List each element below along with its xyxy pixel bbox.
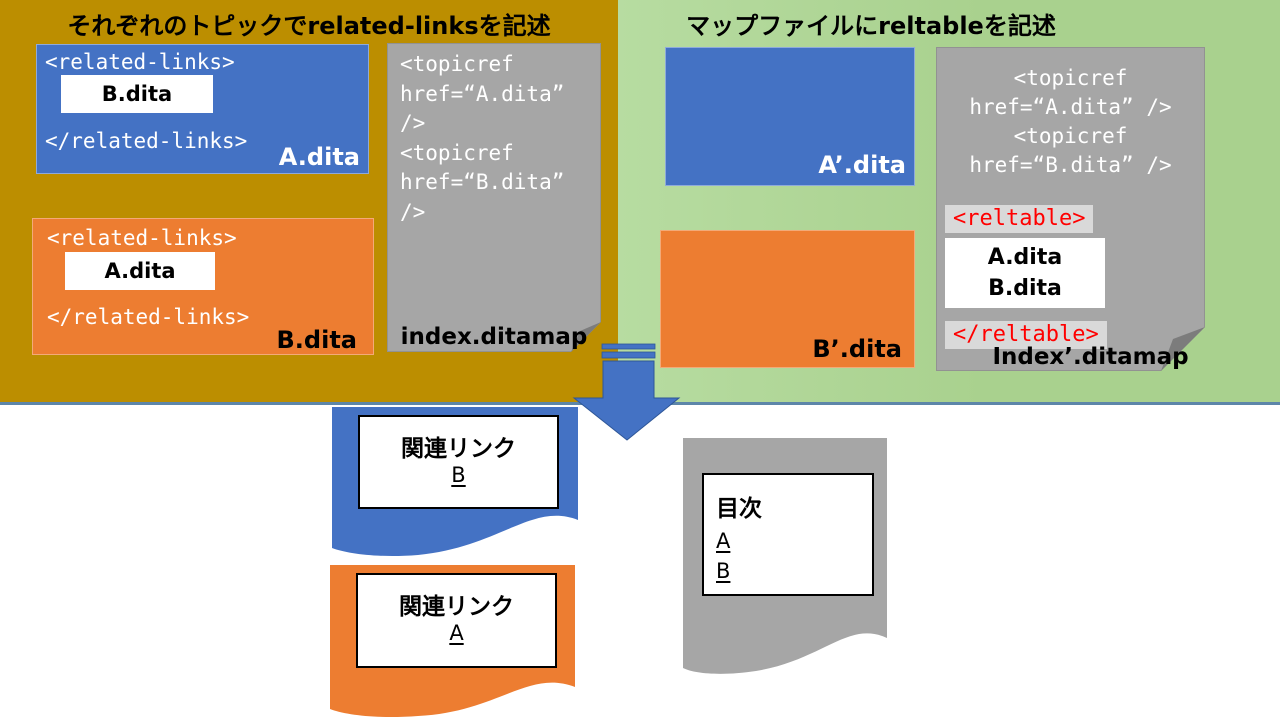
page-fold-icon (571, 322, 601, 352)
index-ditamap-label: index.ditamap (400, 324, 588, 350)
topic-b-prime-box: B’.dita (660, 230, 915, 368)
topicref-code: <topicref href=“A.dita” /> <topicref hre… (969, 66, 1172, 177)
index-prime-ditamap-box: <topicref href=“A.dita” /> <topicref hre… (936, 47, 1205, 371)
related-links-heading: 関連リンク (399, 594, 514, 620)
link-to-b: B (451, 463, 466, 487)
reltable-panel: マップファイルにreltableを記述 A’.dita B’.dita <top… (618, 0, 1280, 404)
reltable-open-tag: <reltable> (945, 205, 1094, 233)
toc-link-a: A (716, 529, 731, 553)
related-links-close-tag: </related-links> (45, 129, 248, 153)
topic-b-box: <related-links> A.dita </related-links> … (32, 218, 374, 355)
related-links-panel: それぞれのトピックでrelated-linksを記述 <related-link… (0, 0, 618, 404)
toc-output-box: 目次 A B (702, 473, 874, 596)
output-doc-toc: 目次 A B (683, 438, 889, 683)
topicref-code: <topicref href=“A.dita” /> <topicref hre… (400, 52, 565, 224)
link-to-a: A (449, 621, 464, 645)
right-panel-title: マップファイルにreltableを記述 (686, 12, 1056, 40)
related-links-output-b: 関連リンク B (358, 415, 559, 509)
linked-topic-chip: B.dita (61, 75, 213, 113)
related-links-output-a: 関連リンク A (356, 573, 557, 668)
output-doc-related-a: 関連リンク A (330, 565, 577, 720)
reltable-close-tag: </reltable> (945, 321, 1107, 349)
topic-a-box: <related-links> B.dita </related-links> … (36, 44, 369, 174)
topic-a-file-label: A.dita (278, 143, 360, 171)
toc-link-b: B (716, 559, 731, 583)
related-links-heading: 関連リンク (401, 436, 516, 462)
topic-b-file-label: B.dita (276, 326, 357, 354)
output-doc-related-b: 関連リンク B (332, 407, 580, 563)
left-panel-title: それぞれのトピックでrelated-linksを記述 (67, 12, 551, 40)
reltable-topics-box: A.dita B.dita (945, 238, 1105, 308)
topic-a-prime-box: A’.dita (665, 47, 915, 186)
linked-topic-chip: A.dita (65, 252, 215, 290)
related-links-open-tag: <related-links> (47, 226, 237, 250)
related-links-close-tag: </related-links> (47, 305, 250, 329)
topic-a-prime-label: A’.dita (818, 151, 906, 179)
index-ditamap-box: <topicref href=“A.dita” /> <topicref hre… (387, 43, 601, 352)
down-arrow-icon (572, 343, 681, 441)
page-fold-icon (1161, 327, 1205, 371)
topic-b-prime-label: B’.dita (812, 335, 902, 363)
index-prime-ditamap-label: Index’.ditamap (992, 344, 1189, 370)
toc-heading: 目次 (716, 496, 762, 522)
related-links-open-tag: <related-links> (45, 50, 235, 74)
